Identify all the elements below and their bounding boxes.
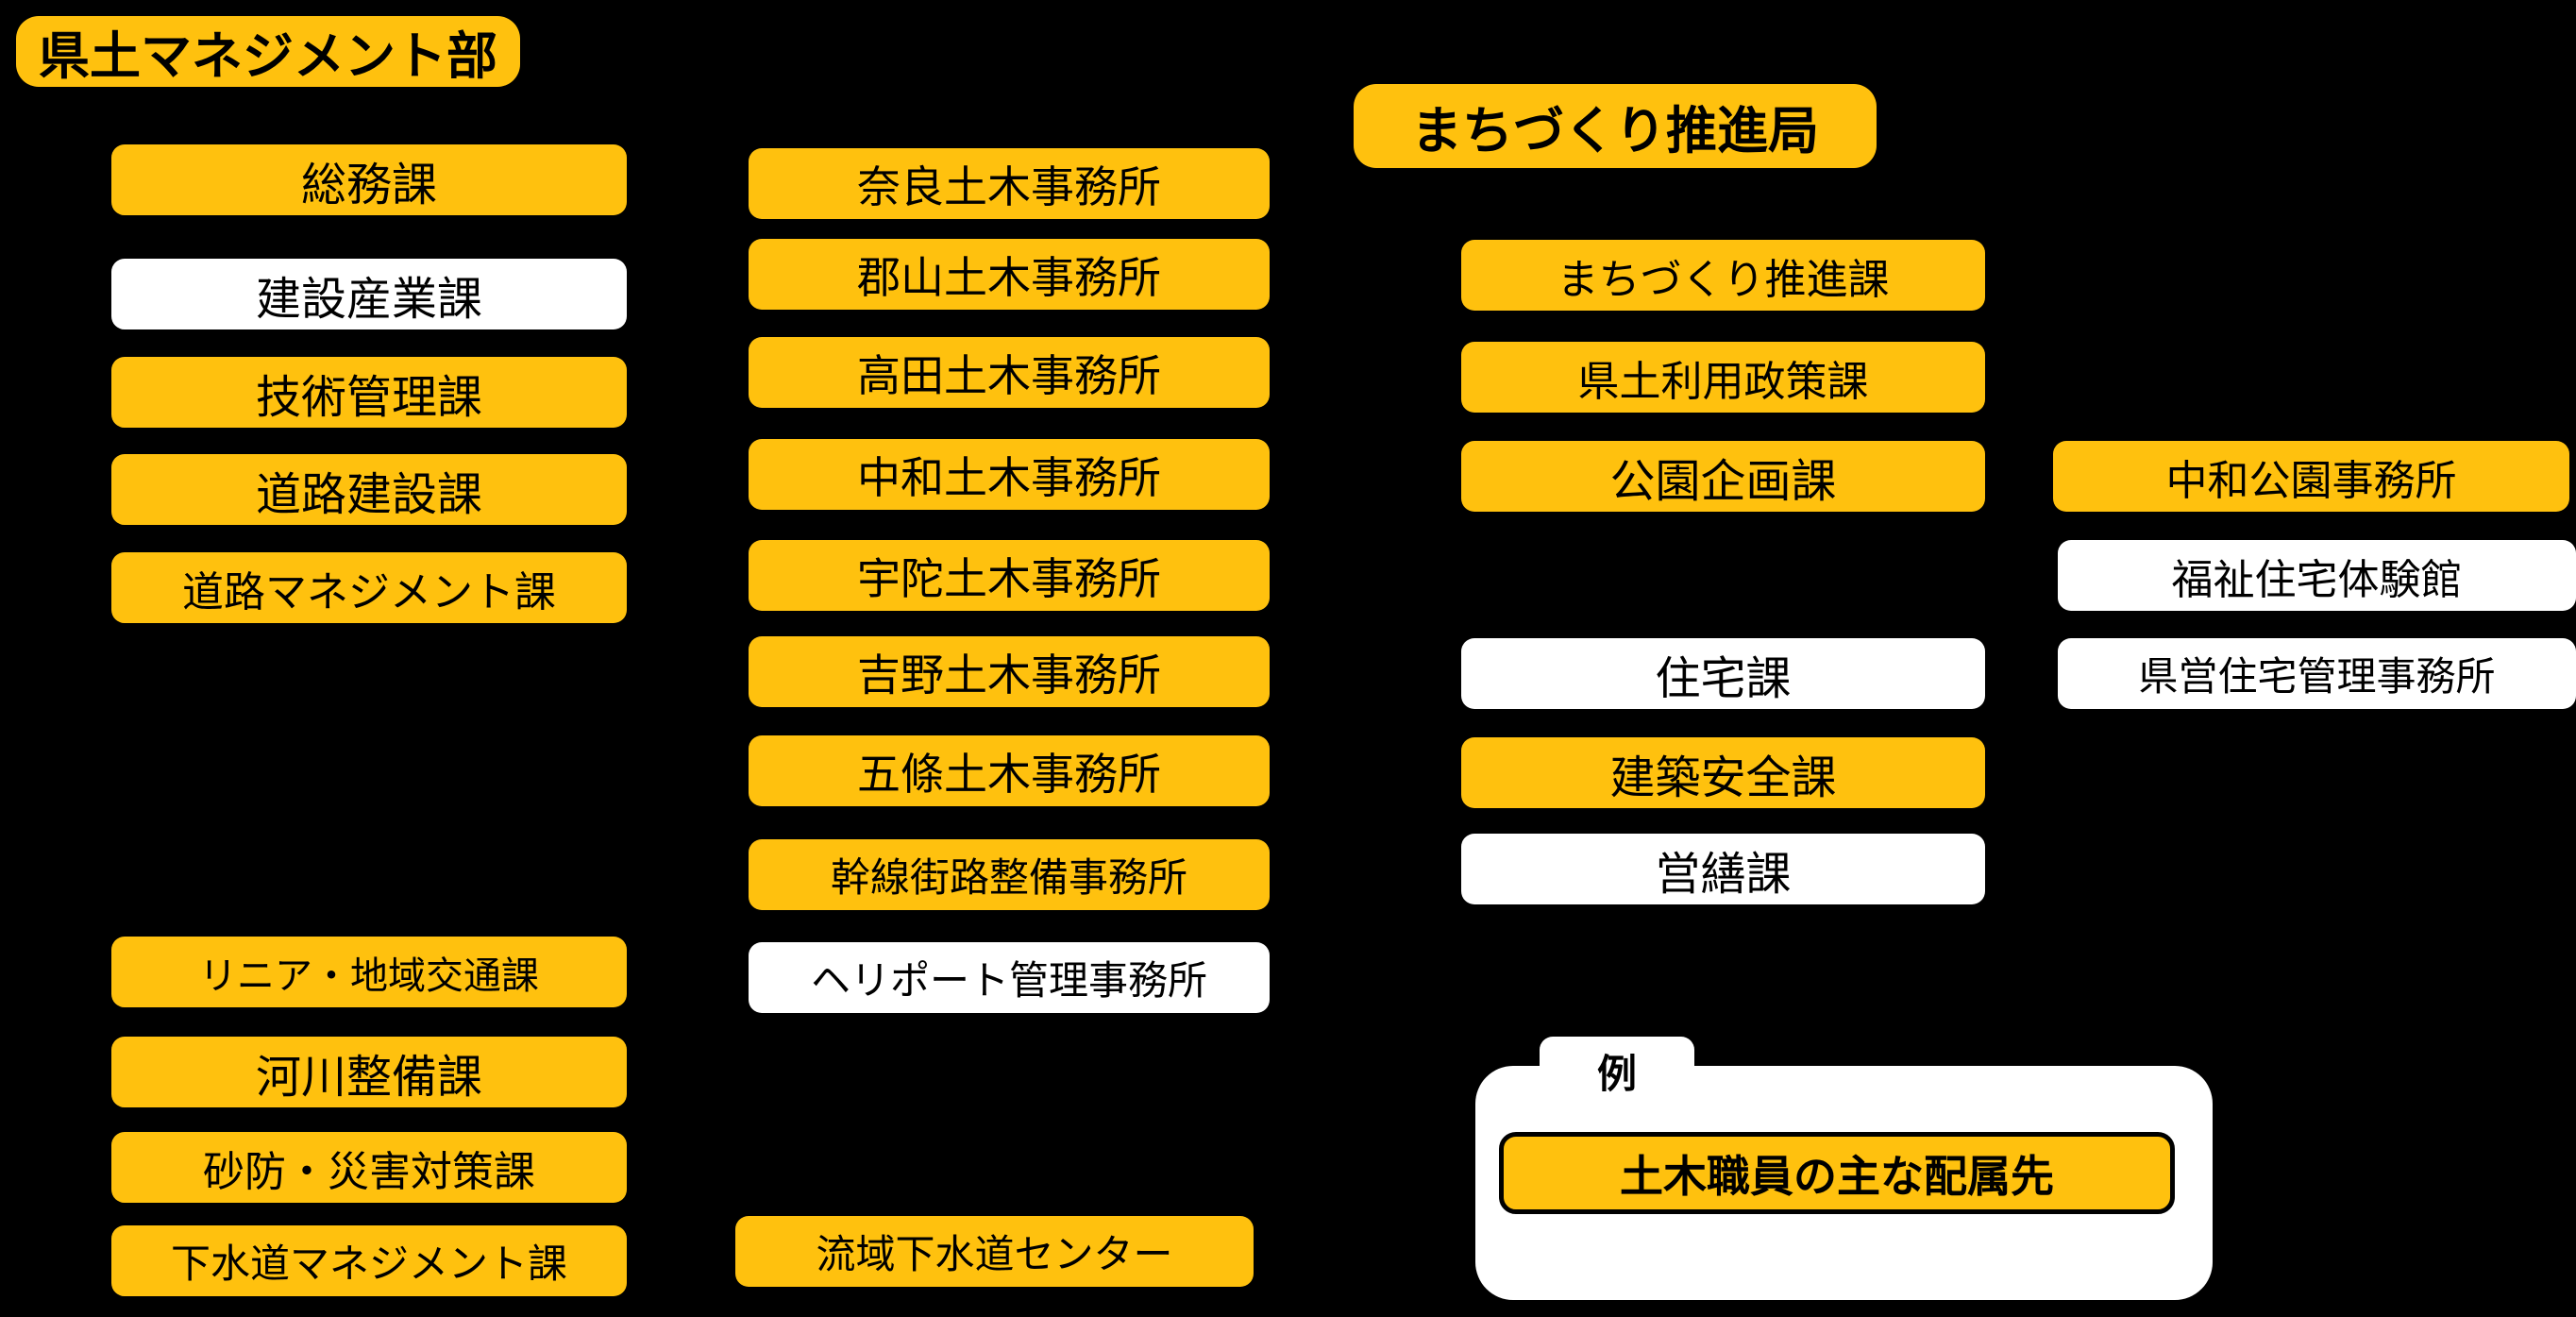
box-general-affairs-division: 総務課: [111, 144, 627, 215]
box-yoshino-civil-engineering-office: 吉野土木事務所: [749, 636, 1270, 707]
box-road-management-division: 道路マネジメント課: [111, 552, 627, 623]
box-linear-regional-transport-division: リニア・地域交通課: [111, 937, 627, 1007]
box-gojo-civil-engineering-office: 五條土木事務所: [749, 735, 1270, 806]
box-chuwa-park-office: 中和公園事務所: [2053, 441, 2569, 512]
box-land-use-policy-division: 県土利用政策課: [1461, 342, 1985, 413]
box-arterial-street-improvement-office: 幹線街路整備事務所: [749, 839, 1270, 910]
legend-sample-box: 土木職員の主な配属先: [1499, 1132, 2175, 1214]
box-building-safety-division: 建築安全課: [1461, 737, 1985, 808]
box-chuwa-civil-engineering-office: 中和土木事務所: [749, 439, 1270, 510]
box-construction-industry-division: 建設産業課: [111, 259, 627, 329]
box-building-maintenance-division: 営繕課: [1461, 834, 1985, 904]
box-prefectural-housing-management-office: 県営住宅管理事務所: [2058, 638, 2576, 709]
box-technical-management-division: 技術管理課: [111, 357, 627, 428]
box-river-improvement-division: 河川整備課: [111, 1037, 627, 1107]
header-kendo-management-dept: 県土マネジメント部: [16, 16, 520, 87]
box-road-construction-division: 道路建設課: [111, 454, 627, 525]
header-machizukuri-bureau: まちづくり推進局: [1354, 84, 1877, 168]
box-koriyama-civil-engineering-office: 郡山土木事務所: [749, 239, 1270, 310]
box-nara-civil-engineering-office: 奈良土木事務所: [749, 148, 1270, 219]
box-park-planning-division: 公園企画課: [1461, 441, 1985, 512]
box-uda-civil-engineering-office: 宇陀土木事務所: [749, 540, 1270, 611]
box-welfare-housing-experience-hall: 福祉住宅体験館: [2058, 540, 2576, 611]
box-watershed-sewerage-center: 流域下水道センター: [735, 1216, 1254, 1287]
box-heliport-management-office: ヘリポート管理事務所: [749, 942, 1270, 1013]
box-machizukuri-promotion-division: まちづくり推進課: [1461, 240, 1985, 311]
box-sewerage-management-division: 下水道マネジメント課: [111, 1225, 627, 1296]
legend-example-tab: 例: [1540, 1037, 1694, 1105]
box-erosion-disaster-countermeasures-division: 砂防・災害対策課: [111, 1132, 627, 1203]
box-takada-civil-engineering-office: 高田土木事務所: [749, 337, 1270, 408]
box-housing-division: 住宅課: [1461, 638, 1985, 709]
